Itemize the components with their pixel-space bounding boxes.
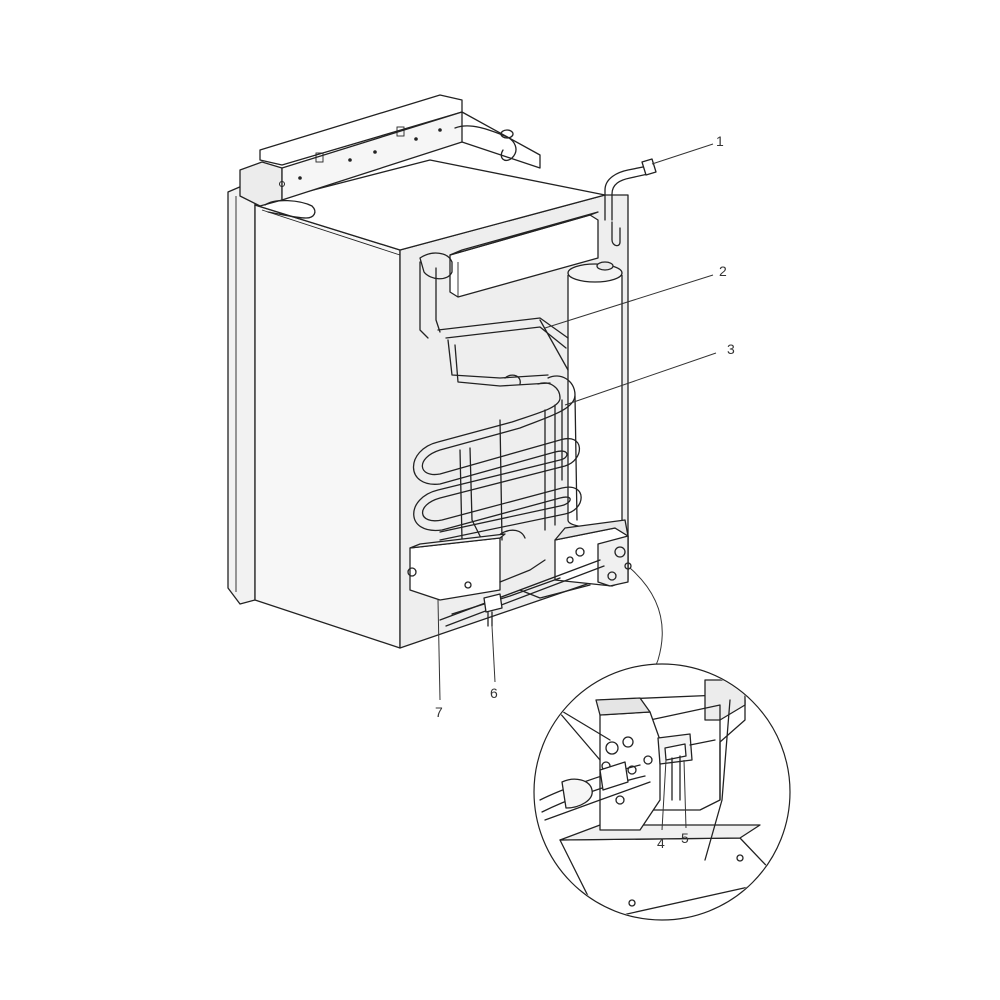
leader-5 [683, 759, 687, 829]
callout-2: 2 [719, 263, 727, 279]
callout-3: 3 [727, 341, 735, 357]
frame-screw [414, 137, 418, 141]
frame-screw [438, 128, 442, 132]
frame-screw [298, 176, 302, 180]
frame-screw [279, 181, 285, 187]
flue-cap [641, 158, 657, 176]
leader-3 [564, 352, 717, 406]
top-cable [454, 125, 517, 162]
door-panel [227, 185, 256, 605]
cabinet-left-side [254, 204, 401, 649]
coil-pipe [421, 375, 582, 541]
top-handle [264, 199, 316, 219]
burner-assembly [407, 519, 632, 627]
frame-slot [315, 152, 324, 163]
frame-screw [373, 150, 377, 154]
leader-4 [661, 759, 667, 831]
callout-5: 5 [681, 830, 689, 846]
leader-6 [491, 625, 496, 683]
callout-labels: 1 2 3 4 5 6 7 [435, 133, 735, 851]
callout-7: 7 [435, 704, 443, 720]
detail-magnifier [533, 567, 791, 921]
top-mounting-frame [239, 94, 541, 219]
leader-7 [437, 599, 441, 701]
callout-6: 6 [490, 685, 498, 701]
flue-pipe [604, 165, 649, 221]
leader-1 [651, 143, 714, 165]
cooling-unit [412, 158, 657, 541]
leader-lines [437, 143, 717, 831]
burner-housing [409, 537, 501, 601]
leader-2 [544, 274, 714, 329]
callout-1: 1 [716, 133, 724, 149]
top-fitting [500, 129, 514, 139]
callout-4: 4 [657, 835, 665, 851]
frame-slot [396, 126, 405, 137]
magnifier-connector [629, 567, 663, 706]
frame-screw [348, 158, 352, 162]
